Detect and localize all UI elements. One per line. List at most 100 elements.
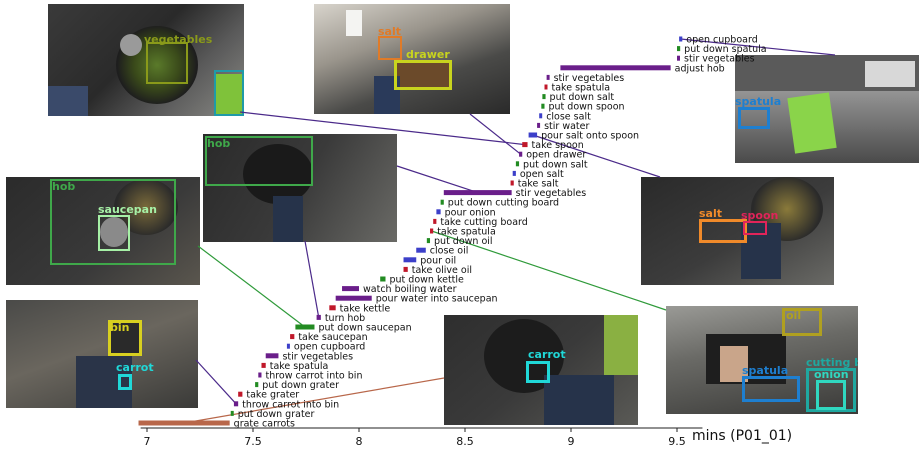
segment-label: adjust hob — [675, 63, 725, 74]
segment-label: open cupboard — [686, 35, 757, 46]
segment-label: close oil — [430, 246, 469, 257]
wall-shape — [604, 315, 638, 375]
segment-bar — [290, 334, 295, 340]
frame-vegetables: vegetables — [48, 4, 244, 116]
segment-bar — [537, 122, 541, 128]
segment-bar — [544, 84, 548, 90]
segment-label: take spatula — [437, 227, 496, 238]
connector-put-down-saucepan — [197, 245, 306, 328]
saucepan-shape — [100, 217, 128, 247]
segment-label: pour water into saucepan — [376, 294, 498, 305]
drawer-shape — [394, 62, 450, 88]
segment-label: put down salt — [523, 159, 588, 170]
label-spoon: spoon — [741, 209, 779, 222]
segment-bar — [335, 295, 372, 301]
segment-bar — [436, 209, 441, 215]
axis-tick-label: 8 — [356, 435, 363, 448]
segment-bar — [677, 55, 680, 61]
segment-label: take salt — [518, 179, 559, 190]
segment-label: grate carrots — [234, 419, 295, 430]
segment-bar — [261, 362, 266, 368]
segment-label: put down salt — [550, 92, 615, 103]
segment-bar — [539, 113, 543, 119]
label-salt: salt — [378, 25, 401, 38]
segment-bar — [342, 286, 359, 292]
segment-bar — [546, 74, 550, 80]
label-salt: salt — [699, 207, 722, 220]
frame-spatula: spatula — [735, 55, 919, 163]
segment-bar — [528, 132, 538, 138]
pot-shape — [120, 34, 142, 56]
segment-label: take grater — [246, 390, 299, 401]
segment-label: stir vegetables — [554, 73, 625, 84]
segment-bar — [443, 190, 512, 196]
label-spatula: spatula — [742, 364, 789, 377]
segment-label: watch boiling water — [363, 284, 457, 295]
label-carrot: carrot — [528, 348, 566, 361]
segment-label: stir vegetables — [516, 188, 587, 199]
axis-tick-label: 7 — [144, 435, 151, 448]
connector-pour-salt — [532, 134, 661, 178]
arm-shape — [76, 356, 132, 408]
segment-bar — [677, 46, 681, 52]
bin-shape — [110, 322, 140, 354]
segment-label: put down spoon — [549, 102, 625, 113]
bbox-salt — [699, 219, 747, 243]
bbox-spoon — [743, 221, 767, 235]
bbox-carrot — [118, 374, 132, 390]
segment-label: put down kettle — [390, 275, 465, 286]
segment-bar — [138, 420, 230, 426]
bbox-salt — [378, 36, 402, 60]
cutting-board-shape — [214, 74, 244, 116]
bbox-bin — [108, 320, 142, 356]
label-bin: bin — [110, 321, 130, 334]
segment-bar — [230, 410, 234, 416]
segment-label: take spoon — [532, 140, 584, 151]
segment-bar — [512, 170, 516, 176]
label-saucepan: saucepan — [98, 203, 157, 216]
segment-label: pour oil — [420, 255, 456, 266]
segment-label: put down grater — [238, 409, 315, 420]
segment-label: open drawer — [526, 150, 586, 161]
segment-bar — [233, 401, 239, 407]
axis-tick-label: 9 — [568, 435, 575, 448]
segment-label: open cupboard — [294, 342, 365, 353]
segment-label: put down oil — [434, 236, 493, 247]
segment-bar — [433, 218, 437, 224]
segment-label: put down saucepan — [318, 323, 411, 334]
segment-label: take spatula — [270, 361, 329, 372]
label-cutting-board: cutting board — [806, 356, 858, 369]
axis-title: mins (P01_01) — [692, 428, 792, 444]
bbox-saucepan — [98, 215, 130, 251]
arm-shape — [544, 375, 614, 425]
segment-bar — [510, 180, 514, 186]
connector-throw-carrot — [195, 359, 237, 405]
axis-tick-label: 7.5 — [244, 435, 262, 448]
label-hob: hob — [207, 137, 231, 150]
label-drawer: drawer — [406, 48, 450, 61]
bbox-vegetables — [146, 42, 188, 84]
label-oil: oil — [786, 309, 802, 322]
segment-label: close salt — [546, 111, 591, 122]
segment-label: throw carrot into bin — [265, 371, 362, 382]
frame-drawer: salt drawer — [314, 4, 510, 114]
segment-bar — [416, 247, 426, 253]
bbox-drawer — [394, 60, 452, 90]
segment-bar — [295, 324, 315, 330]
frame-hob: hob — [203, 134, 397, 242]
label-hob: hob — [52, 180, 76, 193]
bbox-onion — [816, 380, 846, 410]
bbox-spatula — [738, 107, 770, 129]
sink-shape — [865, 61, 915, 87]
frame-carrot: carrot — [444, 315, 638, 425]
bbox-spatula — [742, 376, 800, 402]
segment-label: pour salt onto spoon — [541, 131, 639, 142]
axis-tick-label: 8.5 — [456, 435, 474, 448]
paper-roll-shape — [346, 10, 362, 36]
segment-label: open salt — [520, 169, 564, 180]
label-onion: onion — [814, 368, 849, 381]
bbox-hob — [50, 179, 176, 265]
segment-bar — [440, 199, 444, 205]
pan-shape — [243, 144, 313, 204]
